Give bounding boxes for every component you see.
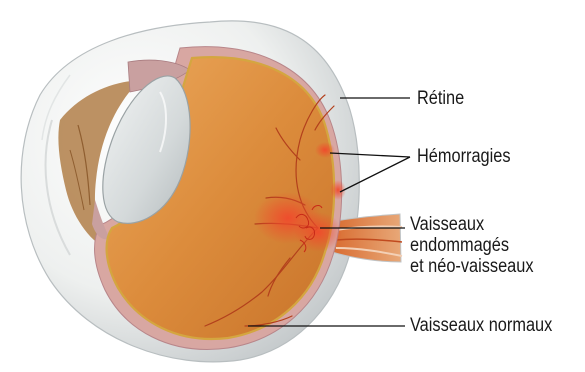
label-damaged-vessels: Vaisseaux endommagés et néo-vaisseaux <box>410 214 534 277</box>
label-retina: Rétine <box>417 88 464 109</box>
label-normal-vessels: Vaisseaux normaux <box>410 315 552 336</box>
label-damaged-vessels-line-2: endommagés <box>410 235 534 256</box>
label-damaged-vessels-line-1: Vaisseaux <box>410 214 534 235</box>
label-damaged-vessels-line-3: et néo-vaisseaux <box>410 256 534 277</box>
label-hemorrhages: Hémorragies <box>417 146 511 167</box>
